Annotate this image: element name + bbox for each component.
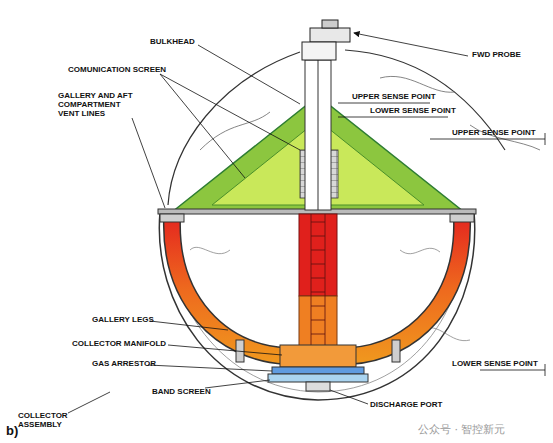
figure-letter: b) [6, 424, 18, 438]
probe-connector [322, 20, 338, 28]
ladder-rung [311, 334, 325, 335]
probe-rod [318, 60, 319, 210]
discharge-port [306, 382, 330, 391]
sense-label: UPPER SENSE POINT [452, 129, 536, 138]
tank-inner-shell [168, 214, 467, 392]
ladder-rung [311, 292, 325, 293]
flange [160, 214, 184, 222]
ladder-rung [311, 222, 325, 223]
tank-shell [159, 212, 474, 400]
gallery-leg [172, 220, 286, 356]
flange [392, 340, 400, 362]
ladder-rung [311, 320, 325, 321]
leader-lines [68, 33, 468, 413]
fwd-probe [310, 28, 350, 42]
ladder-rung [311, 236, 325, 237]
gallery-leg [172, 220, 286, 356]
collector-manifold [280, 345, 356, 367]
sense-lines [338, 103, 545, 376]
part-label: GAS ARRESTOR [92, 360, 156, 369]
sense-label: UPPER SENSE POINT [352, 93, 436, 102]
part-label: BULKHEAD [150, 38, 195, 47]
part-label: DISCHARGE PORT [370, 401, 442, 410]
central-pipe [299, 296, 337, 348]
ladder-rung [311, 306, 325, 307]
gallery-leg [350, 220, 462, 356]
assembly-label: COLLECTOR ASSEMBLY [18, 412, 78, 430]
central-pipe [299, 214, 337, 296]
part-label: COLLECTOR MANIFOLD [72, 340, 166, 349]
part-label: GALLERY LEGS [92, 316, 154, 325]
part-label: FWD PROBE [472, 51, 521, 60]
band-screen [268, 374, 368, 382]
ladder-rung [311, 264, 325, 265]
gas-arrestor [272, 367, 364, 374]
ladder-rung [311, 278, 325, 279]
part-label: BAND SCREEN [152, 388, 211, 397]
probe-column [305, 60, 331, 210]
ladder-rung [311, 250, 325, 251]
part-label: GALLERY AND AFT COMPARTMENT VENT LINES [58, 92, 136, 118]
watermark: 公众号 · 智控新元 [418, 424, 506, 436]
sense-label: LOWER SENSE POINT [370, 107, 456, 116]
sense-label: LOWER SENSE POINT [452, 360, 538, 369]
probe-flange [302, 42, 336, 60]
flange [450, 214, 474, 222]
part-label: COMUNICATION SCREEN [68, 66, 166, 75]
gallery-leg [350, 220, 462, 356]
